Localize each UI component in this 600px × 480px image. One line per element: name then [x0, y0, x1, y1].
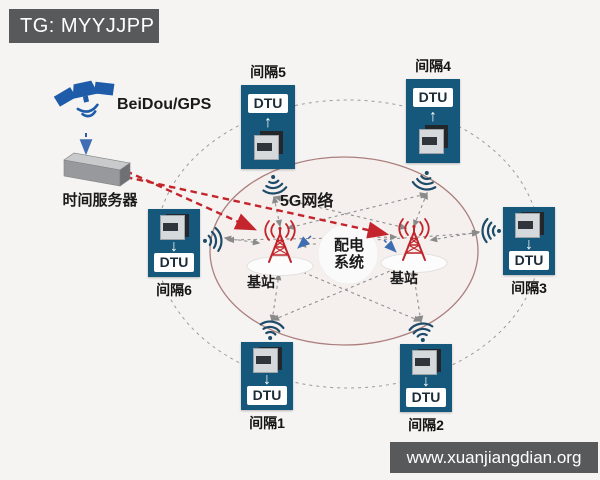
dtu-node-interval6: ↓ DTU 间隔6: [133, 209, 215, 300]
chip-icon: [252, 347, 282, 373]
dtu-box: ↓ DTU: [503, 207, 555, 275]
watermark-bottom-banner: www.xuanjiangdian.org: [390, 442, 598, 473]
dtu-device-label: DTU: [413, 88, 453, 107]
timing-sync-arrows: [125, 169, 390, 239]
power-system-label: 配电 系统: [318, 237, 380, 271]
dtu-device-label: DTU: [247, 386, 287, 405]
dtu-node-interval1: ↓ DTU 间隔1: [226, 342, 308, 433]
chip-icon: [411, 349, 441, 375]
dtu-box: DTU ↑: [241, 85, 295, 169]
down-arrow-icon: ↓: [422, 373, 430, 390]
interval-label: 间隔2: [408, 417, 444, 433]
chip-icon: [514, 212, 544, 238]
dtu-node-interval3: ↓ DTU 间隔3: [488, 207, 570, 298]
base-station-left-pad: [246, 256, 314, 276]
satellite-icon: [53, 80, 115, 118]
dtu-node-interval4: 间隔4 DTU ↑: [392, 56, 474, 163]
dtu-box: DTU ↑: [406, 79, 460, 163]
dtu-node-interval2: ↓ DTU 间隔2: [385, 344, 467, 435]
up-arrow-icon: ↑: [264, 113, 272, 131]
dtu-device-label: DTU: [154, 253, 194, 272]
chip-icon: [418, 125, 448, 154]
beidou-gps-label: BeiDou/GPS: [117, 96, 212, 113]
watermark-url-text: www.xuanjiangdian.org: [406, 447, 582, 467]
dtu-device-label: DTU: [406, 388, 446, 407]
timing-arrow-left: [125, 169, 257, 231]
timing-arrow-right: [125, 175, 390, 239]
dtu-node-interval5: 间隔5 DTU ↑: [227, 62, 309, 169]
dtu-box: ↓ DTU: [400, 344, 452, 412]
base-station-right-label: 基站: [390, 270, 418, 286]
mesh-link: [226, 233, 398, 244]
watermark-top-banner: TG: MYYJJPP: [9, 9, 159, 43]
up-arrow-icon: ↑: [429, 107, 437, 125]
down-arrow-icon: ↓: [170, 238, 178, 255]
watermark-top-text: TG: MYYJJPP: [20, 14, 155, 37]
chip-icon: [253, 131, 283, 160]
interval-label: 间隔3: [511, 280, 547, 296]
chip-icon: [159, 214, 189, 240]
interval-label: 间隔6: [156, 282, 192, 298]
blue-arrow-right-tower: [383, 239, 397, 253]
time-server-label: 时间服务器: [62, 192, 138, 209]
down-arrow-icon: ↓: [525, 236, 533, 253]
dtu-box: ↓ DTU: [148, 209, 200, 277]
base-station-left-label: 基站: [247, 274, 275, 290]
mesh-link: [286, 192, 428, 230]
power-system-label-line1: 配电: [333, 237, 364, 254]
time-server-icon: [63, 152, 131, 187]
power-system-label-line2: 系统: [333, 254, 364, 271]
interval-label: 间隔5: [250, 64, 286, 80]
interval-label: 间隔4: [415, 58, 451, 74]
power-system-bubble: [317, 223, 379, 285]
dtu-device-label: DTU: [248, 94, 288, 113]
dtu-box: ↓ DTU: [241, 342, 293, 410]
dtu-device-label: DTU: [509, 251, 549, 270]
5g-network-label: 5G网络: [280, 193, 334, 210]
interval-label: 间隔1: [249, 415, 285, 431]
blue-arrow-left-tower: [297, 235, 312, 249]
down-arrow-icon: ↓: [263, 371, 271, 388]
